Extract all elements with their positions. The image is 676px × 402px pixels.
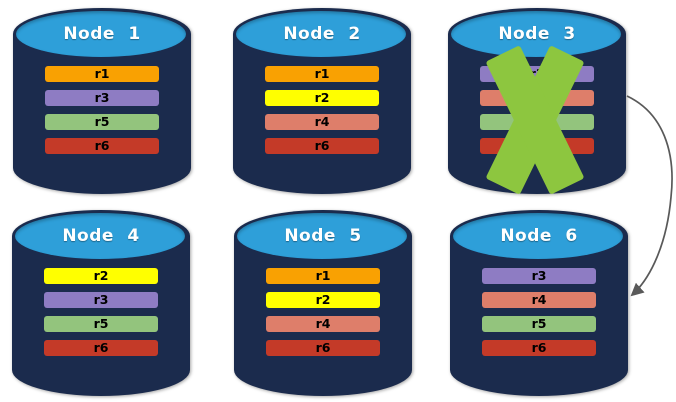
- cylinder-top: [237, 213, 407, 259]
- replica-bar-r4: r4: [266, 316, 380, 332]
- replica-bar-r6: r6: [482, 340, 596, 356]
- db-node-2: Node 2 r1 r2 r4 r6: [233, 8, 411, 194]
- replica-list: r1 r2 r4 r6: [266, 268, 380, 356]
- replica-bar-r6: r6: [45, 138, 159, 154]
- node-title: Node 3: [498, 24, 576, 44]
- node-title: Node 4: [62, 226, 140, 246]
- db-node-4: Node 4 r2 r3 r5 r6: [12, 210, 190, 396]
- replica-bar-r1: r1: [266, 268, 380, 284]
- replica-bar-r3: r3: [45, 90, 159, 106]
- replica-bar-r4: r4: [482, 292, 596, 308]
- replica-bar-r2: r2: [44, 268, 158, 284]
- node-title: Node 6: [500, 226, 578, 246]
- replica-bar-r2: r2: [266, 292, 380, 308]
- replica-bar-r3: r3: [44, 292, 158, 308]
- replica-bar-r6: r6: [265, 138, 379, 154]
- replica-bar-r4: r4: [265, 114, 379, 130]
- db-node-5: Node 5 r1 r2 r4 r6: [234, 210, 412, 396]
- node-title: Node 2: [283, 24, 361, 44]
- db-node-6: Node 6 r3 r4 r5 r6: [450, 210, 628, 396]
- replica-bar-r6: r6: [44, 340, 158, 356]
- replica-bar-r5: r5: [45, 114, 159, 130]
- failover-arrow-path: [626, 95, 673, 297]
- replica-list: r2 r3 r5 r6: [44, 268, 158, 356]
- replica-bar-r3: r3: [482, 268, 596, 284]
- replica-list: r3 r4 r5 r6: [482, 268, 596, 356]
- node-title: Node 5: [284, 226, 362, 246]
- cylinder-top: [15, 213, 185, 259]
- replica-bar-r1: r1: [265, 66, 379, 82]
- cylinder-top: [453, 213, 623, 259]
- replica-bar-r5: r5: [44, 316, 158, 332]
- failure-x-mark: [485, 45, 585, 195]
- cylinder-top: [451, 11, 621, 57]
- replica-bar-r5: r5: [482, 316, 596, 332]
- replica-bar-r6: r6: [266, 340, 380, 356]
- node-title: Node 1: [63, 24, 141, 44]
- db-node-1: Node 1 r1 r3 r5 r6: [13, 8, 191, 194]
- replica-bar-r2: r2: [265, 90, 379, 106]
- cylinder-top: [16, 11, 186, 57]
- replica-list: r1 r3 r5 r6: [45, 66, 159, 154]
- replica-bar-r1: r1: [45, 66, 159, 82]
- db-node-3: Node 3 r3 r4 r5 r6: [448, 8, 626, 195]
- replica-list: r1 r2 r4 r6: [265, 66, 379, 154]
- cylinder-top: [236, 11, 406, 57]
